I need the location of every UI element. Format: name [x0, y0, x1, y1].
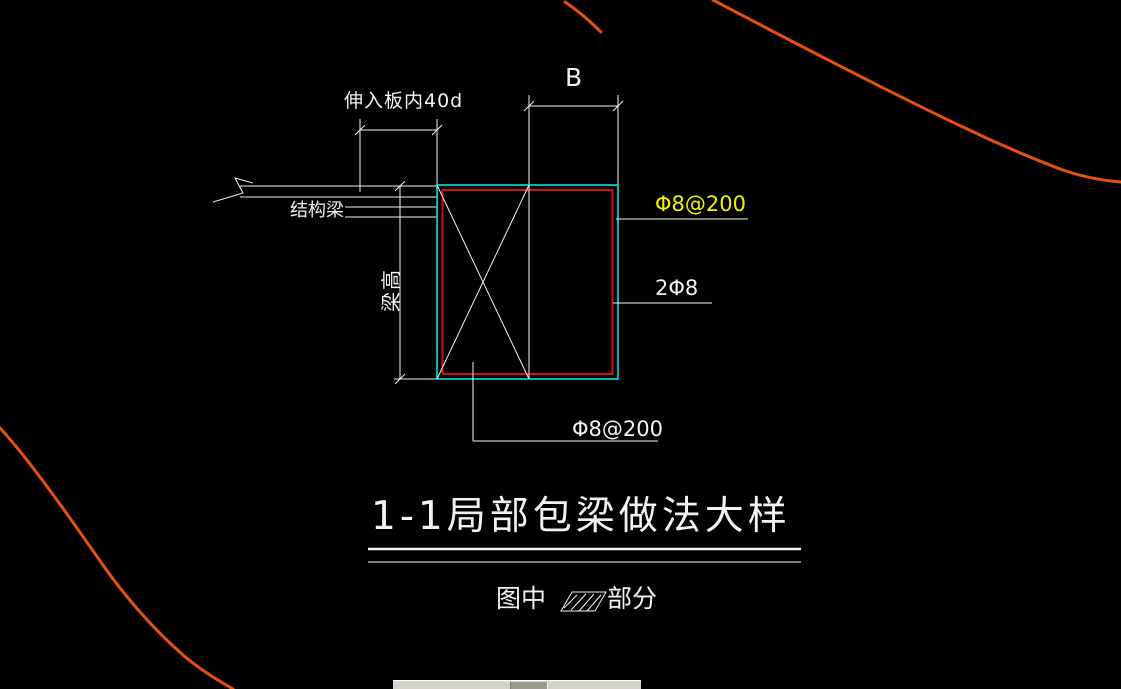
legend-caption-suffix[interactable]: 部分: [607, 584, 658, 613]
leader-bottom-rebar[interactable]: [472, 362, 658, 442]
side-rebar-callout[interactable]: 2Φ8: [655, 276, 699, 300]
slab-lines[interactable]: [240, 185, 437, 198]
legend-caption-prefix[interactable]: 图中: [496, 584, 547, 613]
taskbar-button[interactable]: [510, 682, 548, 689]
hatch-cross-x[interactable]: [436, 184, 530, 380]
taskbar-fragment[interactable]: [393, 680, 641, 689]
dimension-embed-40d[interactable]: [354, 119, 443, 192]
title-underline[interactable]: [368, 547, 801, 563]
stirrup-outline[interactable]: [441, 189, 614, 375]
beam-section-outline[interactable]: [436, 184, 619, 380]
embed-note-label[interactable]: 伸入板内40d: [344, 90, 464, 112]
dimension-beam-height[interactable]: [394, 180, 437, 385]
diagonal-hatch-swatch-icon[interactable]: [560, 591, 607, 612]
dimension-b-label[interactable]: B: [565, 63, 583, 92]
break-symbol[interactable]: [212, 177, 254, 203]
structural-beam-leader-lines[interactable]: [345, 206, 437, 218]
top-rebar-callout[interactable]: Φ8@200: [655, 192, 746, 216]
structural-beam-label[interactable]: 结构梁: [290, 200, 344, 221]
bottom-rebar-callout[interactable]: Φ8@200: [572, 417, 663, 441]
beam-height-label[interactable]: 梁高: [379, 268, 403, 312]
detail-title[interactable]: 1-1局部包梁做法大样: [371, 494, 791, 539]
dimension-b[interactable]: [523, 95, 624, 185]
